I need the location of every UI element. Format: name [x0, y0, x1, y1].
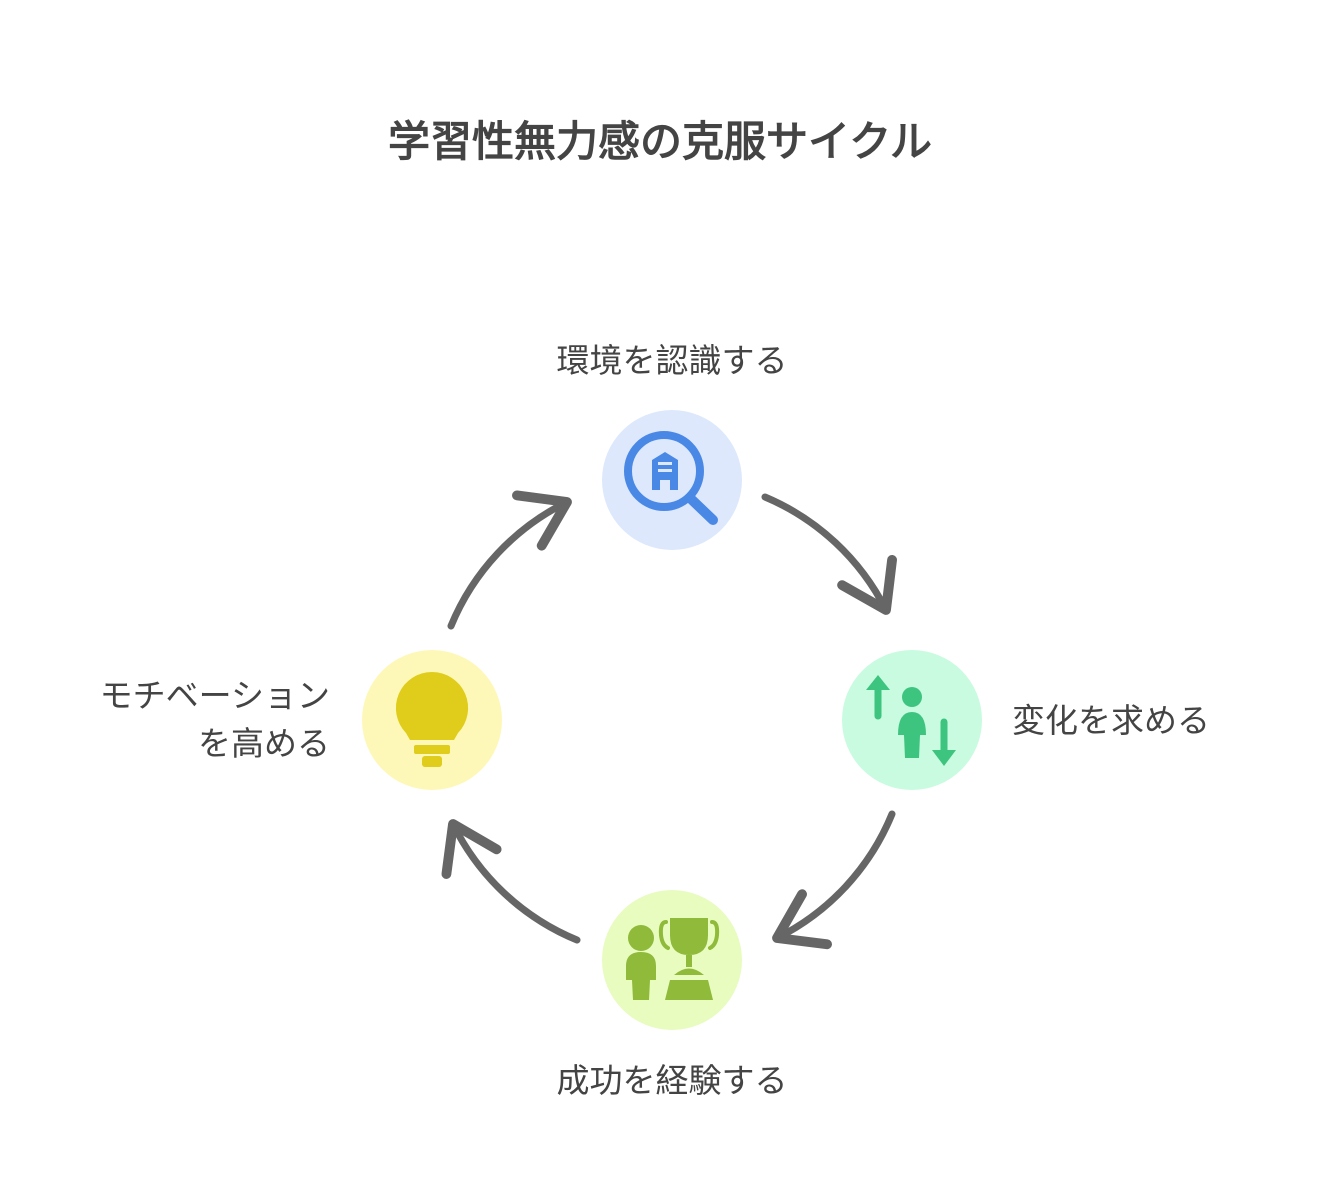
arrow-4-to-1: [447, 490, 572, 630]
person-up-down-arrows-icon: [866, 675, 956, 766]
step-circle-3: [602, 890, 742, 1030]
step-label-3: 成功を経験する: [556, 1061, 788, 1100]
step-label-1: 環境を認識する: [556, 341, 788, 380]
step-label-2: 変化を求める: [1012, 701, 1210, 740]
arrow-1-to-2: [761, 493, 897, 615]
step-label-4-line2: を高める: [198, 724, 330, 763]
step-label-4-line1: モチベーション: [99, 676, 330, 715]
lightbulb-icon: [395, 671, 469, 767]
diagram-title: 学習性無力感の克服サイクル: [388, 117, 932, 166]
person-trophy-icon: [626, 918, 720, 1000]
step-circle-1: [602, 410, 742, 550]
step-circle-2: [842, 650, 982, 790]
arrow-2-to-3: [772, 810, 896, 950]
step-circle-4: [362, 650, 502, 790]
arrow-3-to-4: [441, 819, 581, 944]
step-label-4: モチベーション を高める: [100, 672, 330, 768]
magnifier-building-icon: [624, 431, 718, 525]
